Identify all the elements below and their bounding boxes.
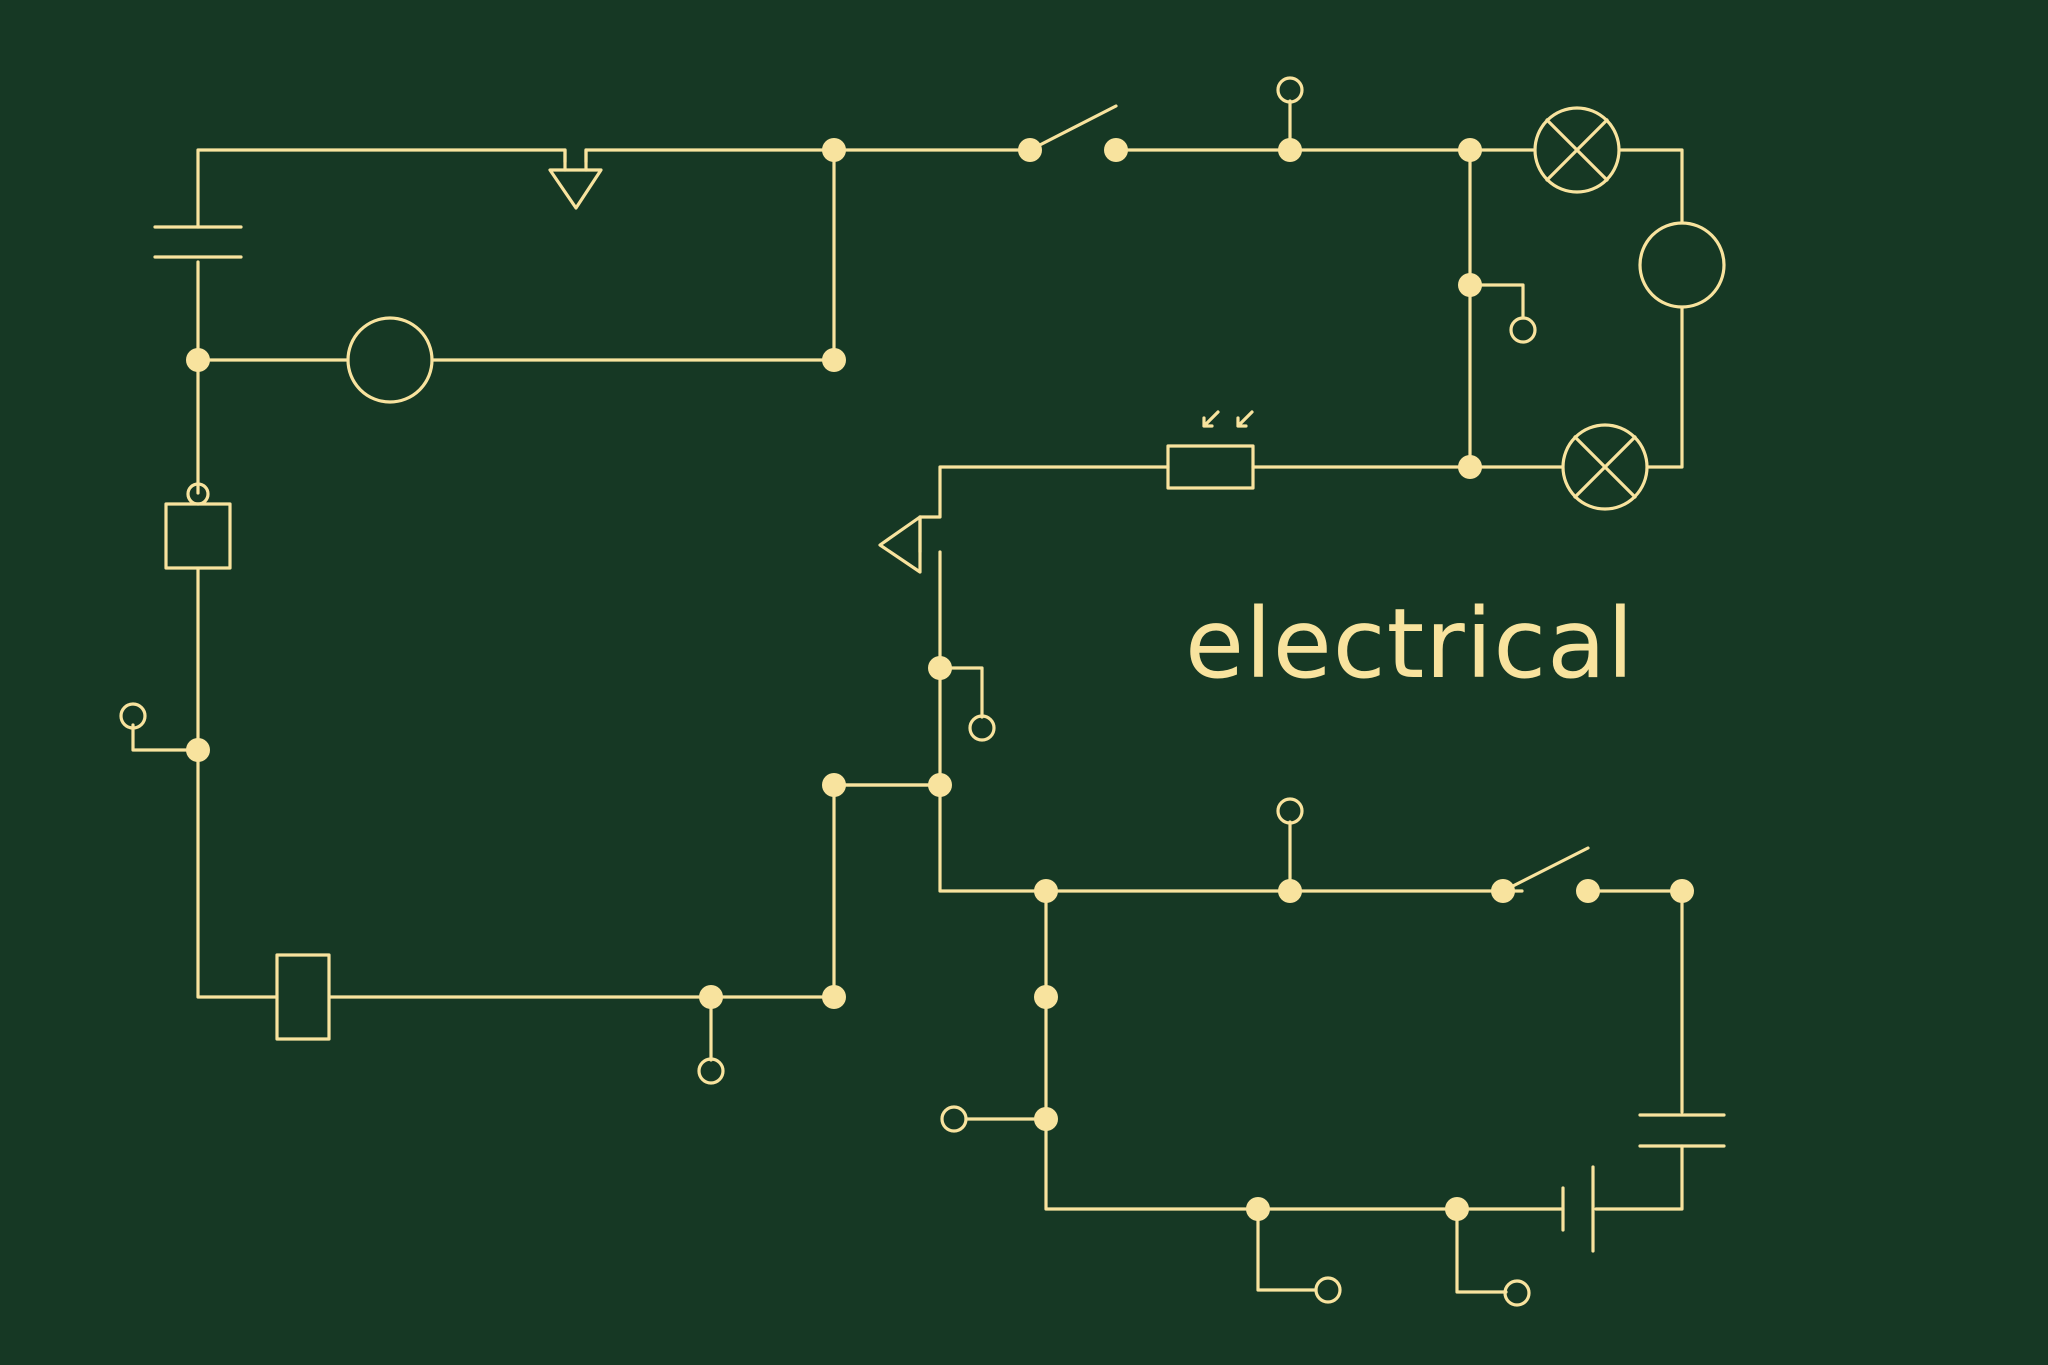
- stub-center-terminal: [938, 666, 984, 719]
- terminal-circle: [968, 714, 996, 742]
- junction-dot: [822, 348, 846, 372]
- junction-dot: [822, 985, 846, 1009]
- terminal-circle: [1276, 76, 1304, 104]
- junction-dot: [699, 985, 723, 1009]
- circuit-label: electrical: [1185, 588, 1635, 700]
- junction-dot: [1491, 879, 1515, 903]
- junction-dot: [1018, 138, 1042, 162]
- junction-dot: [1278, 138, 1302, 162]
- capacitor-right: [1638, 1113, 1726, 1148]
- meter-right: [1638, 221, 1726, 309]
- relay-bottom-left: [275, 953, 331, 1041]
- junction-dot: [1034, 985, 1058, 1009]
- terminal-circle: [1503, 1279, 1531, 1307]
- junction-dot: [1458, 455, 1482, 479]
- junction-dot: [1458, 273, 1482, 297]
- terminal-circle: [1276, 797, 1304, 825]
- terminal-circle: [1314, 1276, 1342, 1304]
- junction-dot: [1445, 1197, 1469, 1221]
- wire-lamp1-right: [1618, 148, 1684, 224]
- ground-symbol: [548, 148, 603, 210]
- stub-bottom-1-terminal: [1256, 1207, 1318, 1292]
- terminals: [119, 76, 1537, 1307]
- junction-dot: [186, 738, 210, 762]
- junction-dot: [1246, 1197, 1270, 1221]
- junction-dot: [1576, 879, 1600, 903]
- junction-dot: [1458, 138, 1482, 162]
- junction-dot: [928, 773, 952, 797]
- junction-dot: [186, 348, 210, 372]
- lamp-top: [1533, 106, 1621, 194]
- junction-dot: [1034, 1107, 1058, 1131]
- photoresistor: [1166, 410, 1255, 490]
- terminal-circle: [1509, 316, 1537, 344]
- stub-bottom-2-terminal: [1455, 1207, 1508, 1294]
- junction-dot: [1278, 879, 1302, 903]
- stub-right-terminal: [1468, 283, 1525, 320]
- battery-bottom: [1561, 1165, 1595, 1253]
- junction-dot: [1104, 138, 1128, 162]
- terminal-circle: [940, 1105, 968, 1133]
- wire-left-lower: [196, 567, 278, 999]
- switch-bottom-blade: [1501, 846, 1590, 893]
- junction-dot: [822, 138, 846, 162]
- switch-top-blade: [1028, 104, 1118, 152]
- terminal-circle: [119, 702, 147, 730]
- fuse-left: [164, 482, 232, 570]
- junction-dot: [1670, 879, 1694, 903]
- junction-dot: [928, 656, 952, 680]
- battery-left: [153, 225, 243, 259]
- junctions: [186, 138, 1694, 1221]
- wire-meter2-down: [1646, 306, 1684, 469]
- stub-left-terminal: [131, 723, 200, 752]
- meter-left: [346, 316, 434, 404]
- junction-dot: [822, 773, 846, 797]
- wire-capacitor-down: [1594, 1144, 1684, 1211]
- terminal-circle: [697, 1057, 725, 1085]
- lamp-bottom: [1561, 423, 1649, 511]
- junction-dot: [1034, 879, 1058, 903]
- antenna-triangle: [878, 515, 922, 574]
